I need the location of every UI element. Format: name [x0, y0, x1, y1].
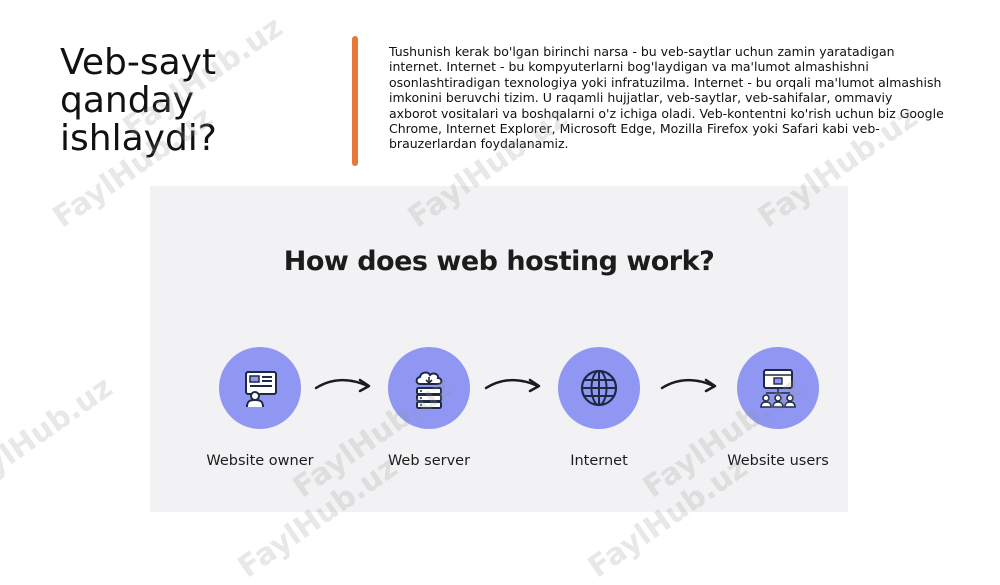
website-users-icon: [760, 369, 796, 408]
hosting-diagram: How does web hosting work? Website owner: [150, 186, 848, 512]
node-circle: [558, 347, 640, 429]
slide-title: Veb-sayt qanday ishlaydi?: [60, 44, 310, 158]
arrow-icon: [314, 378, 371, 393]
node-web-server: Web server: [359, 347, 499, 469]
node-website-owner: Website owner: [190, 347, 330, 469]
node-label: Website users: [727, 453, 829, 469]
node-label: Internet: [570, 453, 628, 469]
node-label: Web server: [387, 453, 471, 469]
arrow-icon: [484, 378, 541, 393]
watermark: FaylHub.uz: [0, 369, 120, 506]
diagram-title: How does web hosting work?: [283, 246, 715, 277]
node-circle: [388, 347, 470, 429]
node-website-users: Website users: [708, 347, 848, 469]
title-line: ishlaydi?: [60, 118, 217, 159]
title-line: Veb-sayt: [60, 42, 217, 83]
globe-icon: [580, 369, 618, 407]
server-cloud-icon: [415, 371, 443, 409]
arrow-icon: [660, 378, 717, 393]
node-circle: [219, 347, 301, 429]
node-label: Website owner: [206, 453, 314, 469]
body-paragraph: Tushunish kerak bo'lgan birinchi narsa -…: [389, 44, 944, 152]
node-circle: [737, 347, 819, 429]
website-owner-icon: [245, 371, 277, 408]
node-internet: Internet: [529, 347, 669, 469]
accent-divider: [352, 36, 358, 166]
title-line: qanday: [60, 80, 194, 121]
